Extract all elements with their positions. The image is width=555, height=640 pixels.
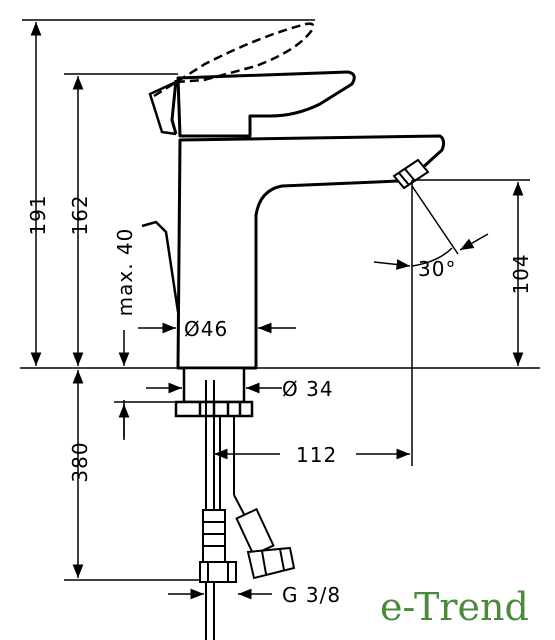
popup-rod [141, 220, 180, 313]
dim-162: 162 [68, 194, 92, 235]
handle-raised [148, 80, 177, 136]
supply-hose-right [233, 416, 296, 580]
dim-104: 104 [509, 253, 533, 294]
handle-raised-dashed [153, 22, 315, 98]
dim-30-degrees: 30° [418, 257, 456, 281]
brand-watermark: e-Trend [380, 585, 529, 629]
dimension-lines [22, 19, 530, 600]
dim-diameter-34: Ø 34 [282, 377, 334, 401]
dim-g-3-8: G 3/8 [282, 583, 341, 607]
dim-112: 112 [296, 443, 337, 467]
dim-191: 191 [26, 194, 50, 235]
dim-max-40: max. 40 [113, 228, 137, 317]
dim-380: 380 [68, 441, 92, 482]
dim-diameter-46: Ø46 [184, 317, 228, 341]
aerator [392, 158, 430, 190]
supply-hose-left [199, 416, 237, 583]
